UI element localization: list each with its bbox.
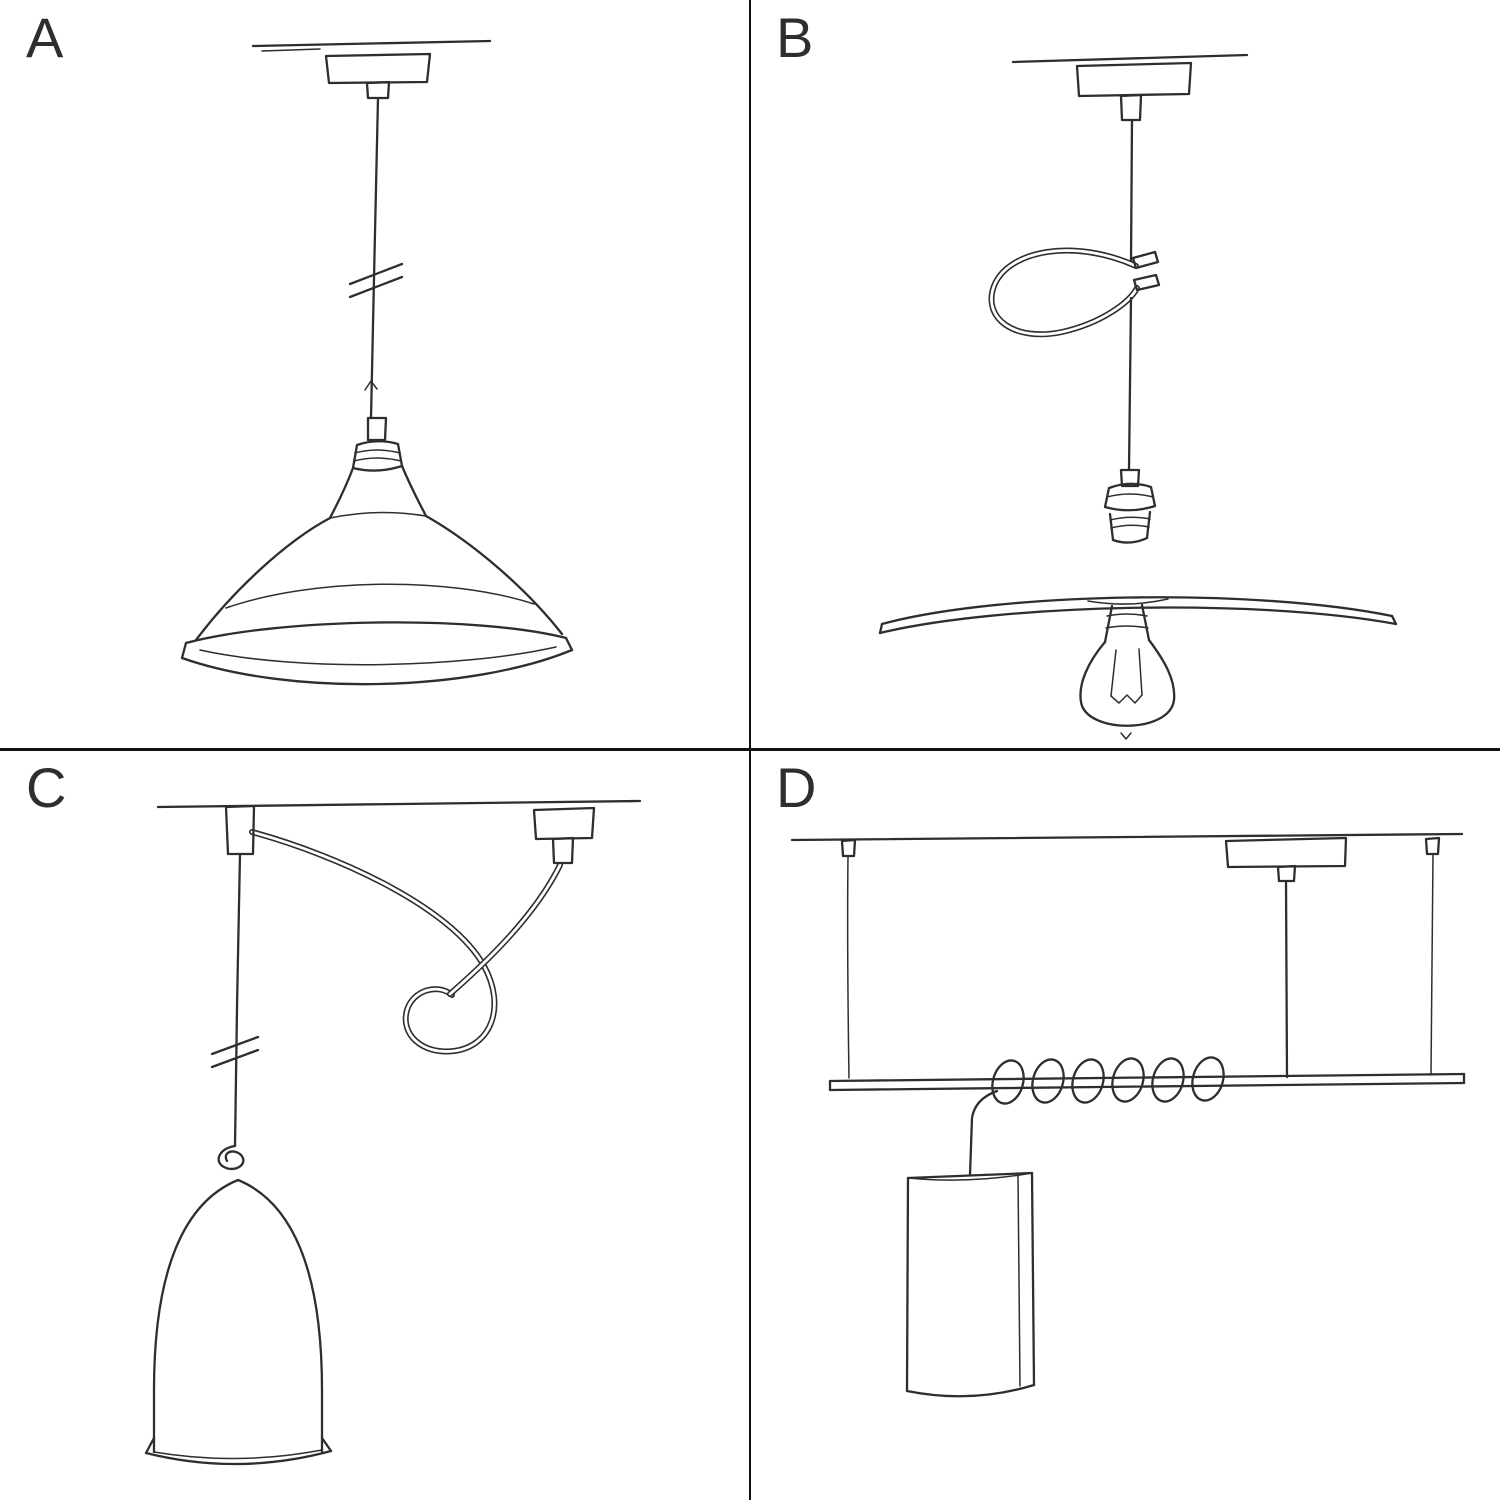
panel-option-a: A bbox=[0, 0, 750, 750]
ceiling-line bbox=[790, 832, 1464, 842]
suspension-wire-left bbox=[840, 838, 857, 1079]
pendant-cable bbox=[233, 852, 242, 1148]
bell-shade bbox=[144, 1178, 333, 1466]
lamp-holder bbox=[328, 416, 428, 520]
tube-shade bbox=[905, 1171, 1036, 1398]
hanging-bar bbox=[828, 1072, 1466, 1092]
light-bulb bbox=[1079, 603, 1176, 740]
ceiling-line bbox=[251, 39, 492, 52]
coiled-cable bbox=[991, 1056, 1225, 1105]
center-drop-rod bbox=[1284, 879, 1289, 1079]
sketch-a-pendant-industrial-shade bbox=[180, 39, 574, 686]
cable-break-mark bbox=[348, 262, 404, 391]
panel-a-label: A bbox=[26, 6, 65, 69]
flat-plate-shade bbox=[878, 596, 1398, 635]
horizontal-divider bbox=[0, 748, 1500, 751]
panel-option-d: D bbox=[750, 750, 1500, 1500]
panel-b-label: B bbox=[776, 6, 815, 69]
ceiling-hook-bracket bbox=[224, 804, 256, 856]
industrial-shade bbox=[180, 514, 574, 686]
pendant-cable bbox=[369, 96, 380, 420]
ceiling-rose bbox=[1075, 61, 1193, 122]
pendant-cable-lower bbox=[1127, 296, 1133, 472]
panel-d-label: D bbox=[776, 756, 818, 819]
suspension-wire-right bbox=[1424, 836, 1441, 1076]
ceiling-rose bbox=[1224, 836, 1348, 883]
panel-option-c: C bbox=[0, 750, 750, 1500]
ceiling-rose bbox=[532, 806, 596, 865]
swag-cable bbox=[249, 829, 563, 1055]
panel-c-label: C bbox=[26, 756, 68, 819]
ceiling-rose bbox=[324, 52, 432, 100]
sketch-c-swag-pendant-bell-shade bbox=[144, 799, 642, 1466]
cable-knot bbox=[217, 1144, 245, 1171]
cable-loop bbox=[988, 247, 1140, 338]
sketch-b-pendant-plate-shade-bulb bbox=[878, 53, 1398, 740]
pendant-cable bbox=[968, 1089, 999, 1177]
pendant-cable-upper bbox=[1129, 118, 1134, 264]
cable-clip bbox=[1131, 250, 1161, 292]
sketch-d-bar-pendant-tube-shade bbox=[790, 832, 1466, 1398]
ceiling-line bbox=[1011, 53, 1249, 64]
panel-option-b: B bbox=[750, 0, 1500, 750]
cable-break-mark bbox=[210, 1035, 260, 1069]
lamp-holder bbox=[1103, 468, 1157, 544]
